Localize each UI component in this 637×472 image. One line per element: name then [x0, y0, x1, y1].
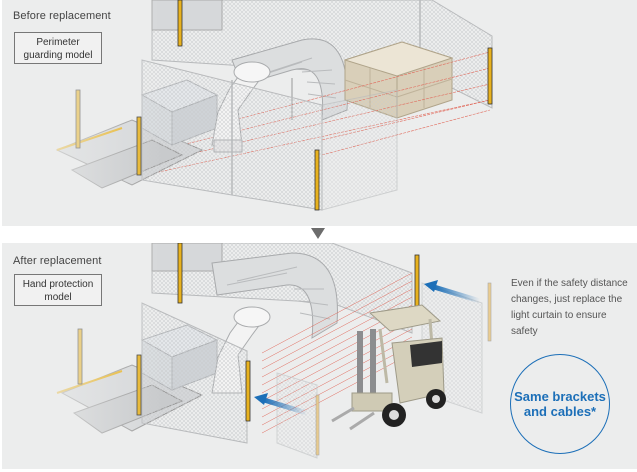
- front-fence: [141, 59, 398, 211]
- front-fence: [141, 302, 318, 459]
- blue-arrow-icon: [254, 280, 481, 416]
- before-heading: Before replacement: [13, 10, 111, 22]
- same-brackets-badge: Same brackets and cables*: [510, 354, 610, 454]
- machine-housing: [151, 0, 223, 31]
- machine-housing: [151, 243, 223, 272]
- before-replacement-panel: Before replacement Perimeter guarding mo…: [2, 0, 637, 226]
- same-brackets-badge-text: Same brackets and cables*: [514, 389, 606, 419]
- after-replacement-panel: After replacement Hand protection model …: [2, 243, 637, 469]
- safety-distance-note: Even if the safety distance changes, jus…: [511, 278, 628, 337]
- down-triangle-icon: [311, 228, 325, 239]
- forklift: [331, 304, 446, 431]
- hand-protection-model-label: Hand protection model: [14, 274, 102, 306]
- perimeter-guarding-model-label: Perimeter guarding model: [14, 32, 102, 64]
- curved-conveyor: [211, 252, 338, 339]
- after-heading: After replacement: [13, 255, 102, 267]
